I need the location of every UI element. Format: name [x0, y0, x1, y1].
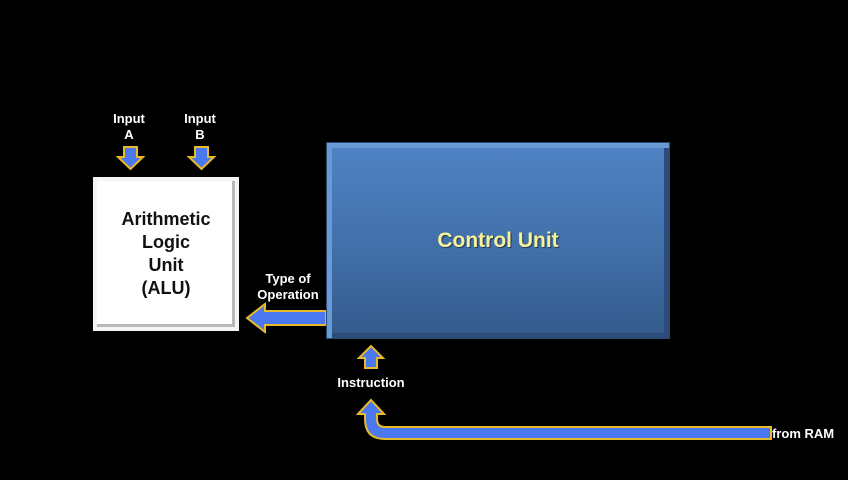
- control-unit-box: Control Unit: [326, 142, 670, 339]
- type-of-operation-label: Type of Operation: [257, 271, 319, 302]
- input-a-arrow: [115, 146, 146, 171]
- instruction-arrow: [356, 344, 386, 369]
- from-ram-label: from RAM: [772, 426, 835, 441]
- instruction-label: Instruction: [337, 375, 405, 390]
- control-unit-label: Control Unit: [437, 228, 559, 252]
- input-a-label: Input A: [113, 111, 145, 142]
- from-ram-arrow: [355, 398, 772, 440]
- input-b-label: Input B: [184, 111, 216, 142]
- alu-box: Arithmetic Logic Unit (ALU): [93, 177, 239, 331]
- alu-label: Arithmetic Logic Unit (ALU): [121, 209, 211, 298]
- type-of-operation-arrow: [245, 301, 327, 335]
- input-b-arrow: [186, 146, 217, 171]
